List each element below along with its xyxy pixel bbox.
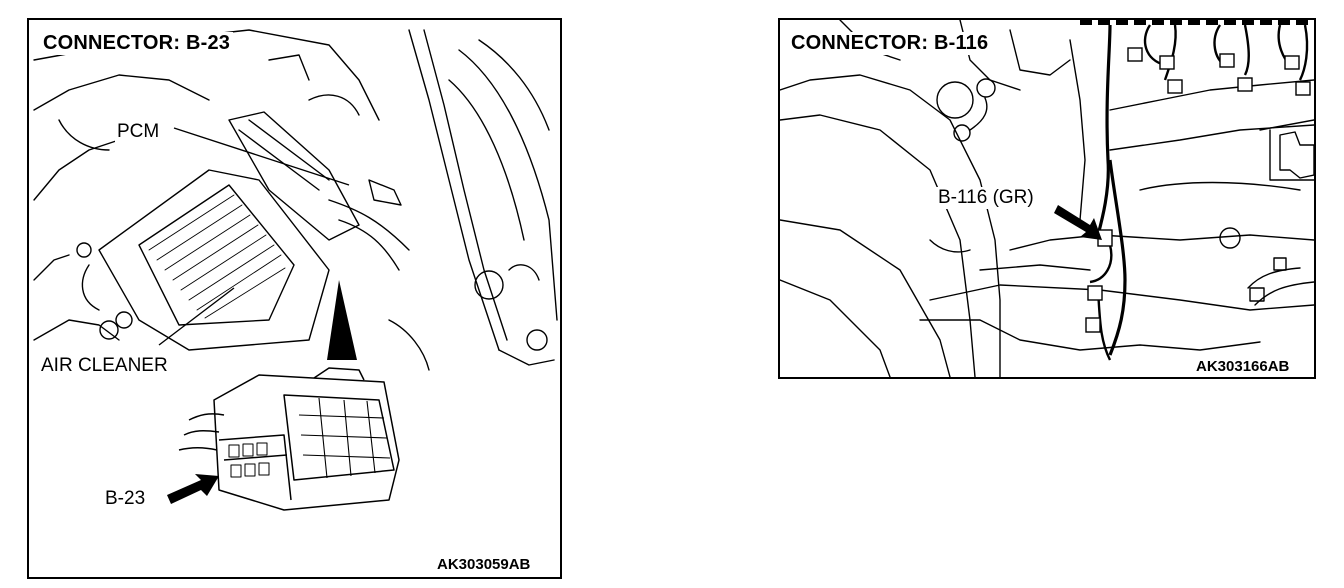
engine-bay-illustration-left [33, 29, 558, 511]
connector-label: B-23 [103, 488, 148, 510]
air-cleaner-label: AIR CLEANER [39, 355, 170, 377]
engine-bay-illustration-right [780, 20, 1314, 377]
figure-title: CONNECTOR: B-23 [40, 32, 234, 55]
connector-label: B-116 (GR) [936, 187, 1036, 209]
connector-b23-figure: CONNECTOR: B-23 PCM AIR CLEANER B-23 AK3… [27, 18, 562, 579]
pcm-label: PCM [115, 121, 162, 143]
figure-title: CONNECTOR: B-116 [788, 32, 992, 55]
figure-code: AK303166AB [1194, 358, 1292, 375]
connector-b116-figure: CONNECTOR: B-116 B-116 (GR) AK303166AB [778, 18, 1316, 379]
figure-code: AK303059AB [435, 556, 533, 573]
